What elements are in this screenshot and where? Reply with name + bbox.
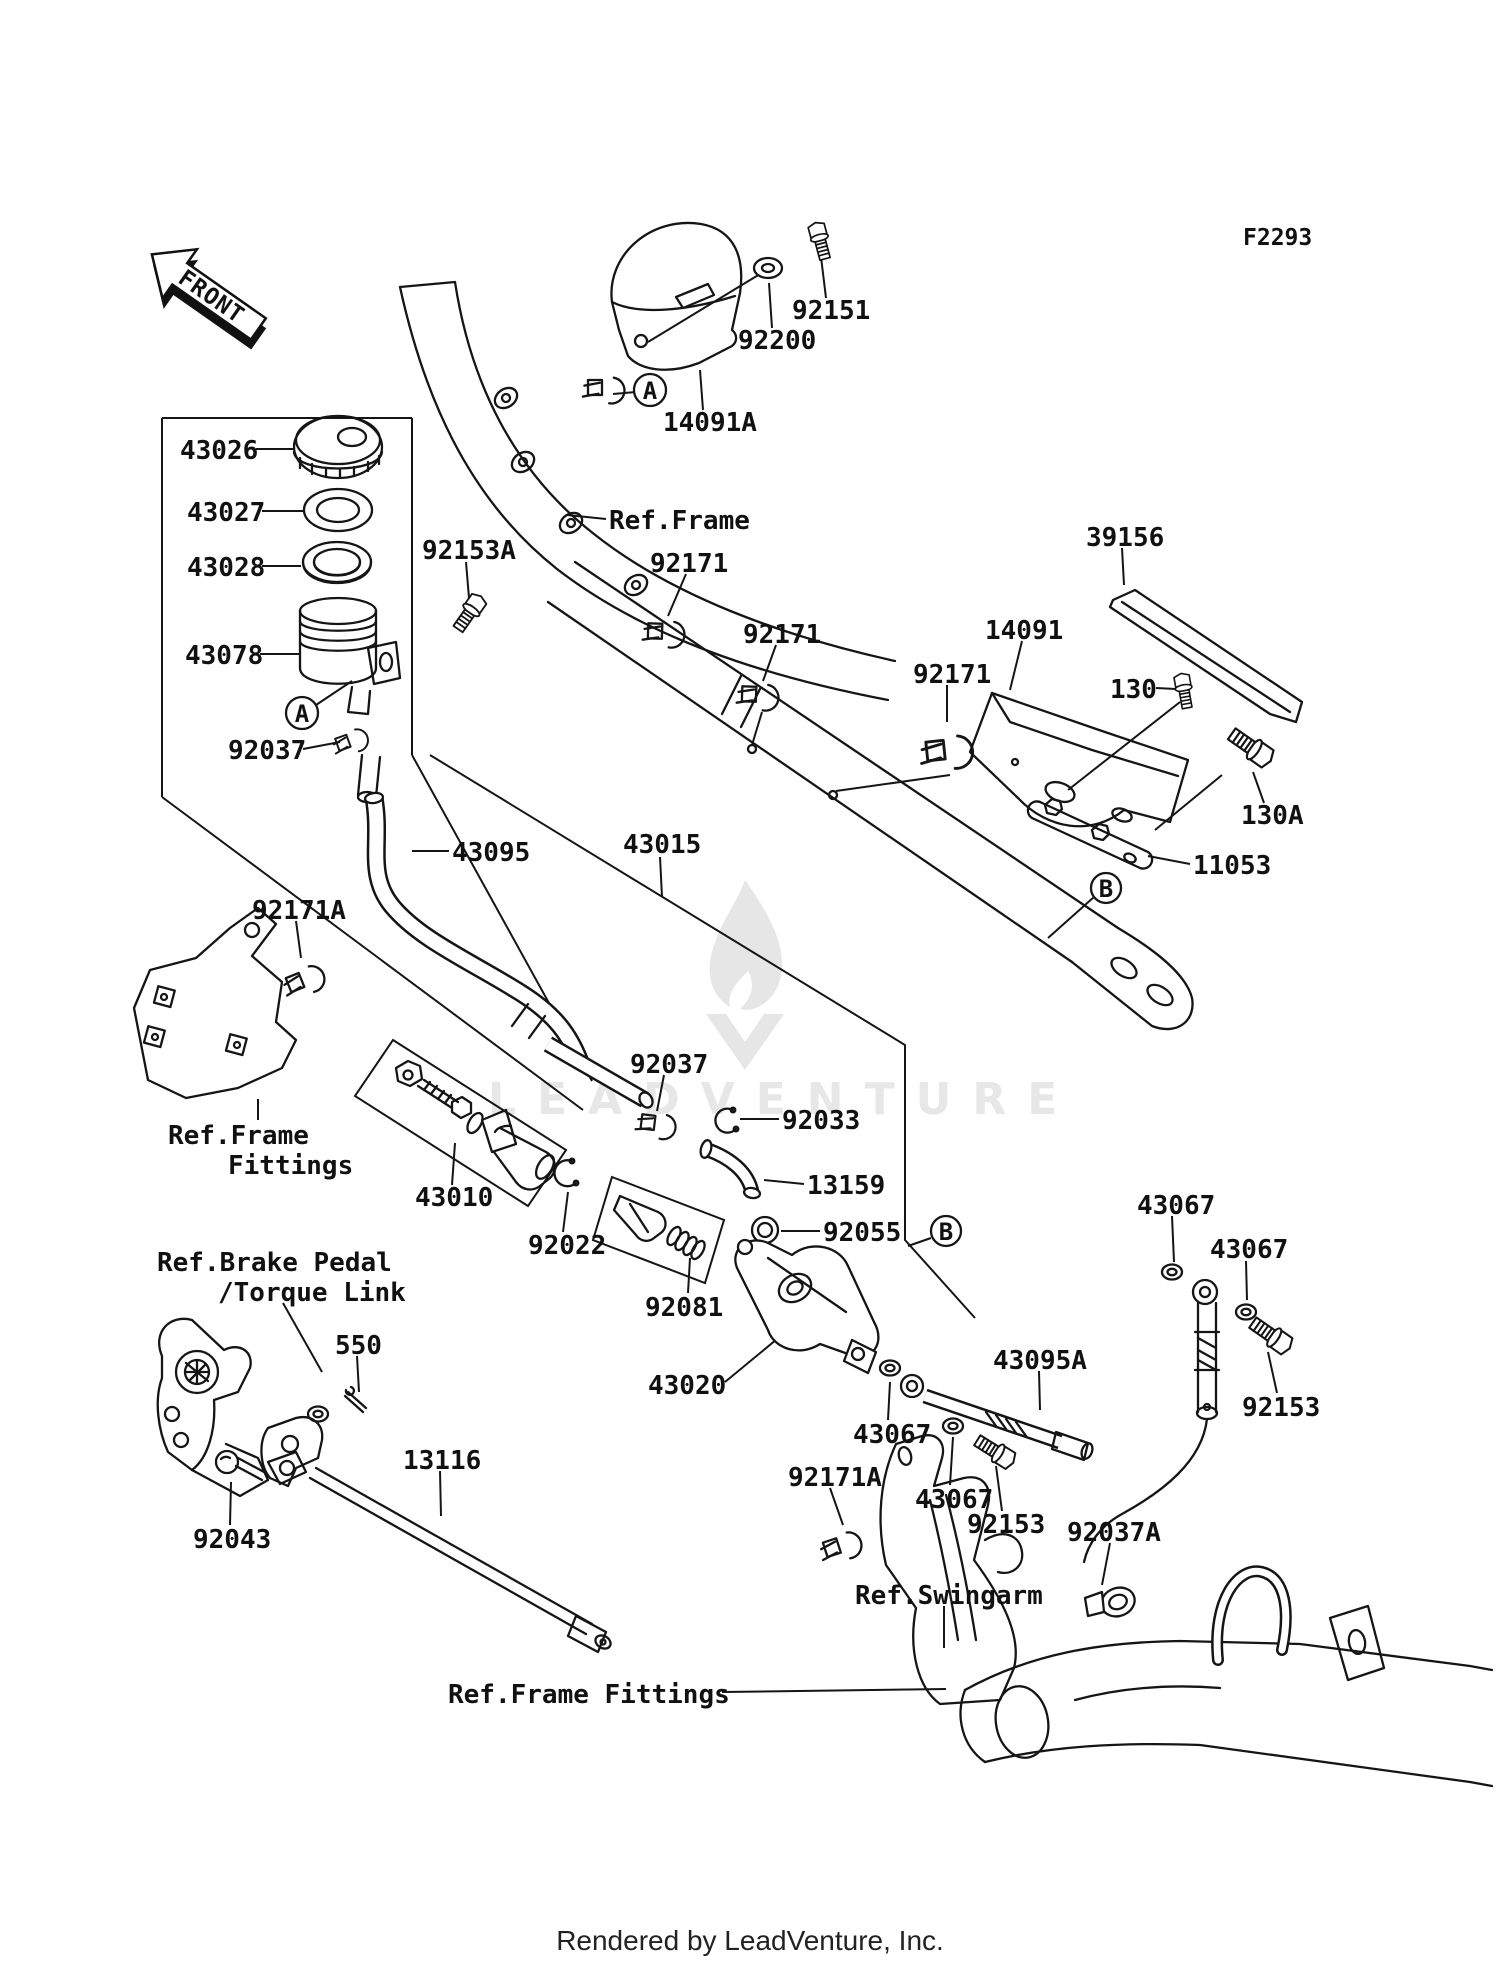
bracket-14091-drawing [968, 691, 1190, 828]
label-92171A-left: 92171A [252, 896, 346, 926]
label-43095: 43095 [452, 838, 530, 868]
circlip-92033-drawing [714, 1106, 740, 1134]
label-ref-brake-pedal-1: Ref.Brake Pedal [157, 1248, 392, 1278]
label-92200: 92200 [738, 326, 816, 356]
label-43027: 43027 [187, 498, 265, 528]
front-direction-arrow: FRONT [150, 247, 268, 350]
label-13159: 13159 [807, 1171, 885, 1201]
washer-92200-drawing [752, 256, 784, 280]
piston-kit-92081-drawing [612, 1194, 706, 1261]
clamp-drawing-top [581, 372, 628, 407]
label-43010: 43010 [415, 1183, 493, 1213]
label-14091A: 14091A [663, 408, 757, 438]
label-92171-3: 92171 [913, 660, 991, 690]
banjo-hose-right-drawing [1082, 1263, 1297, 1564]
label-92153A: 92153A [422, 536, 516, 566]
label-ref-swingarm: Ref.Swingarm [855, 1581, 1043, 1611]
label-92081: 92081 [645, 1293, 723, 1323]
frame-fitting-bracket-bottom-drawing [879, 1434, 1024, 1706]
label-39156: 39156 [1086, 523, 1164, 553]
label-92171-2: 92171 [743, 620, 821, 650]
label-ref-frame: Ref.Frame [609, 506, 750, 536]
svg-text:A: A [295, 700, 310, 728]
label-ref-brake-pedal-2: /Torque Link [218, 1278, 406, 1308]
leader-lines [161, 256, 1278, 1693]
figure-code: F2293 [1243, 225, 1312, 251]
detail-marker-a-top: A [632, 372, 668, 408]
oring-92055-drawing [750, 1215, 780, 1245]
label-92033: 92033 [782, 1106, 860, 1136]
label-ref-frame-fittings-bottom: Ref.Frame Fittings [448, 1680, 730, 1710]
swingarm-drawing [959, 1565, 1494, 1788]
label-43067-b1: 43067 [853, 1420, 931, 1450]
label-43015: 43015 [623, 830, 701, 860]
label-43078: 43078 [185, 641, 263, 671]
cover-part-drawing [610, 221, 743, 371]
cup-43028-drawing [301, 540, 373, 585]
label-130A: 130A [1241, 801, 1304, 831]
leadventure-flame-logo [706, 880, 784, 1070]
bolt-130A-drawing [1224, 723, 1279, 772]
label-11053: 11053 [1193, 851, 1271, 881]
label-43067-r2: 43067 [1210, 1235, 1288, 1265]
clamp-92171A-bottom-drawing [817, 1529, 865, 1565]
label-43095A: 43095A [993, 1346, 1087, 1376]
bolt-92151-drawing [805, 219, 835, 263]
label-14091: 14091 [985, 616, 1063, 646]
washer-43027-drawing [302, 487, 374, 533]
detail-marker-b-right: B [1089, 871, 1123, 905]
label-130: 130 [1110, 675, 1157, 705]
detail-marker-b-center: B [929, 1214, 963, 1248]
detail-marker-a-inset: A [284, 695, 320, 731]
label-92037A: 92037A [1067, 1518, 1161, 1548]
label-43020: 43020 [648, 1371, 726, 1401]
label-92022: 92022 [528, 1231, 606, 1261]
reservoir-cap-43026-drawing [292, 414, 384, 480]
reservoir-43078-drawing [298, 596, 402, 716]
torque-rod-13116-drawing [214, 1385, 612, 1654]
rod-kit-43010-drawing [394, 1059, 557, 1191]
label-92151: 92151 [792, 296, 870, 326]
label-ref-frame-fittings-2: Fittings [228, 1151, 353, 1181]
label-92043: 92043 [193, 1525, 271, 1555]
banjo-hose-bottom-drawing [878, 1359, 1094, 1473]
label-43067-b2: 43067 [915, 1485, 993, 1515]
label-ref-frame-fittings-1: Ref.Frame [168, 1121, 309, 1151]
tube-piece-drawing [543, 1036, 654, 1109]
label-92171A-bottom: 92171A [788, 1463, 882, 1493]
label-92153-bottom: 92153 [967, 1510, 1045, 1540]
hose-43095-drawing [363, 791, 589, 1066]
label-43026: 43026 [180, 436, 258, 466]
bolt-92153A-drawing [449, 589, 490, 636]
label-550: 550 [335, 1331, 382, 1361]
leadventure-watermark: LEADVENTURE [488, 1074, 1078, 1125]
render-credit: Rendered by LeadVenture, Inc. [556, 1925, 944, 1956]
frame-rail-drawing [546, 560, 1194, 1031]
label-43067-r1: 43067 [1137, 1191, 1215, 1221]
bar-11053-drawing [1026, 797, 1154, 870]
label-43028: 43028 [187, 553, 265, 583]
master-cylinder-43020-drawing [734, 1238, 880, 1375]
blade-39156-drawing [1108, 588, 1304, 724]
clamp-92171A-left-drawing [280, 962, 329, 1000]
svg-text:B: B [1099, 875, 1113, 903]
clamp-92171-3-drawing [920, 733, 975, 771]
clamp-92037A-drawing [1083, 1586, 1136, 1618]
label-92037-hose: 92037 [630, 1050, 708, 1080]
svg-text:B: B [939, 1218, 953, 1246]
svg-text:A: A [643, 377, 658, 405]
frame-tube-drawing [398, 280, 897, 801]
frame-fitting-bracket-left-drawing [132, 906, 298, 1100]
circlip-92022-drawing [553, 1157, 580, 1188]
label-92055: 92055 [823, 1218, 901, 1248]
label-92171-1: 92171 [650, 549, 728, 579]
elbow-13159-drawing [699, 1139, 762, 1200]
clamp-92037-reservoir-drawing [330, 726, 372, 758]
label-92153-right: 92153 [1242, 1393, 1320, 1423]
brake-pedal-bracket-drawing [156, 1317, 308, 1498]
label-92037-reservoir: 92037 [228, 736, 306, 766]
label-13116: 13116 [403, 1446, 481, 1476]
